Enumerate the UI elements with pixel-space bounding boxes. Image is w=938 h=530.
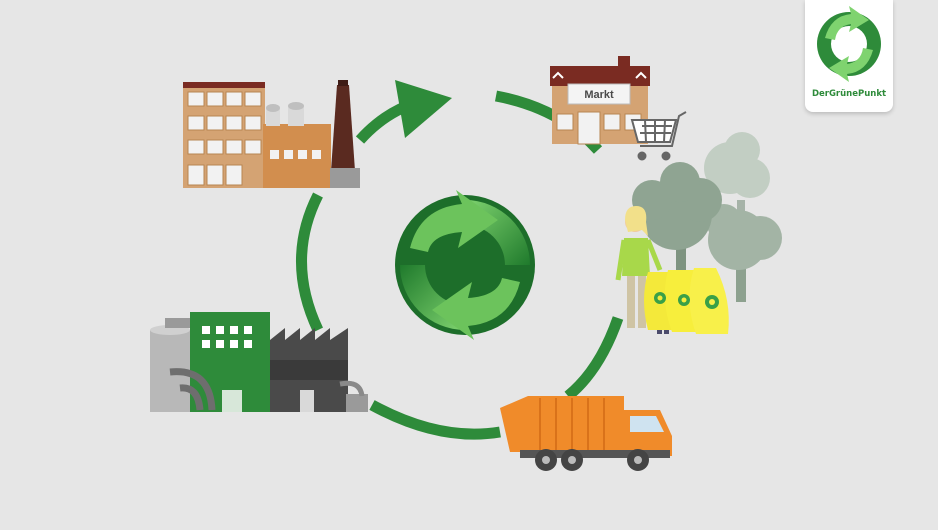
cycle-segment-sorting-to-factory xyxy=(296,192,323,333)
brand-name: DerGrünePunkt xyxy=(811,89,887,99)
manufacturing-plant xyxy=(183,80,360,188)
market-store: Markt xyxy=(550,56,650,145)
cycle-segment-consumers-to-truck xyxy=(564,316,624,401)
market-sign: Markt xyxy=(584,89,614,101)
garbage-truck xyxy=(500,396,672,471)
shopping-cart-icon xyxy=(630,111,687,161)
cycle-arrowhead xyxy=(395,80,452,138)
brand-logo-badge: DerGrünePunkt xyxy=(805,0,893,112)
yellow-recycling-bags xyxy=(644,268,729,334)
recycling-loop-icon xyxy=(395,190,535,340)
trees xyxy=(632,132,782,302)
brand-logo-icon xyxy=(817,6,881,82)
cycle-segment-truck-to-sorting xyxy=(369,400,501,440)
sorting-recycling-plant xyxy=(150,312,368,412)
